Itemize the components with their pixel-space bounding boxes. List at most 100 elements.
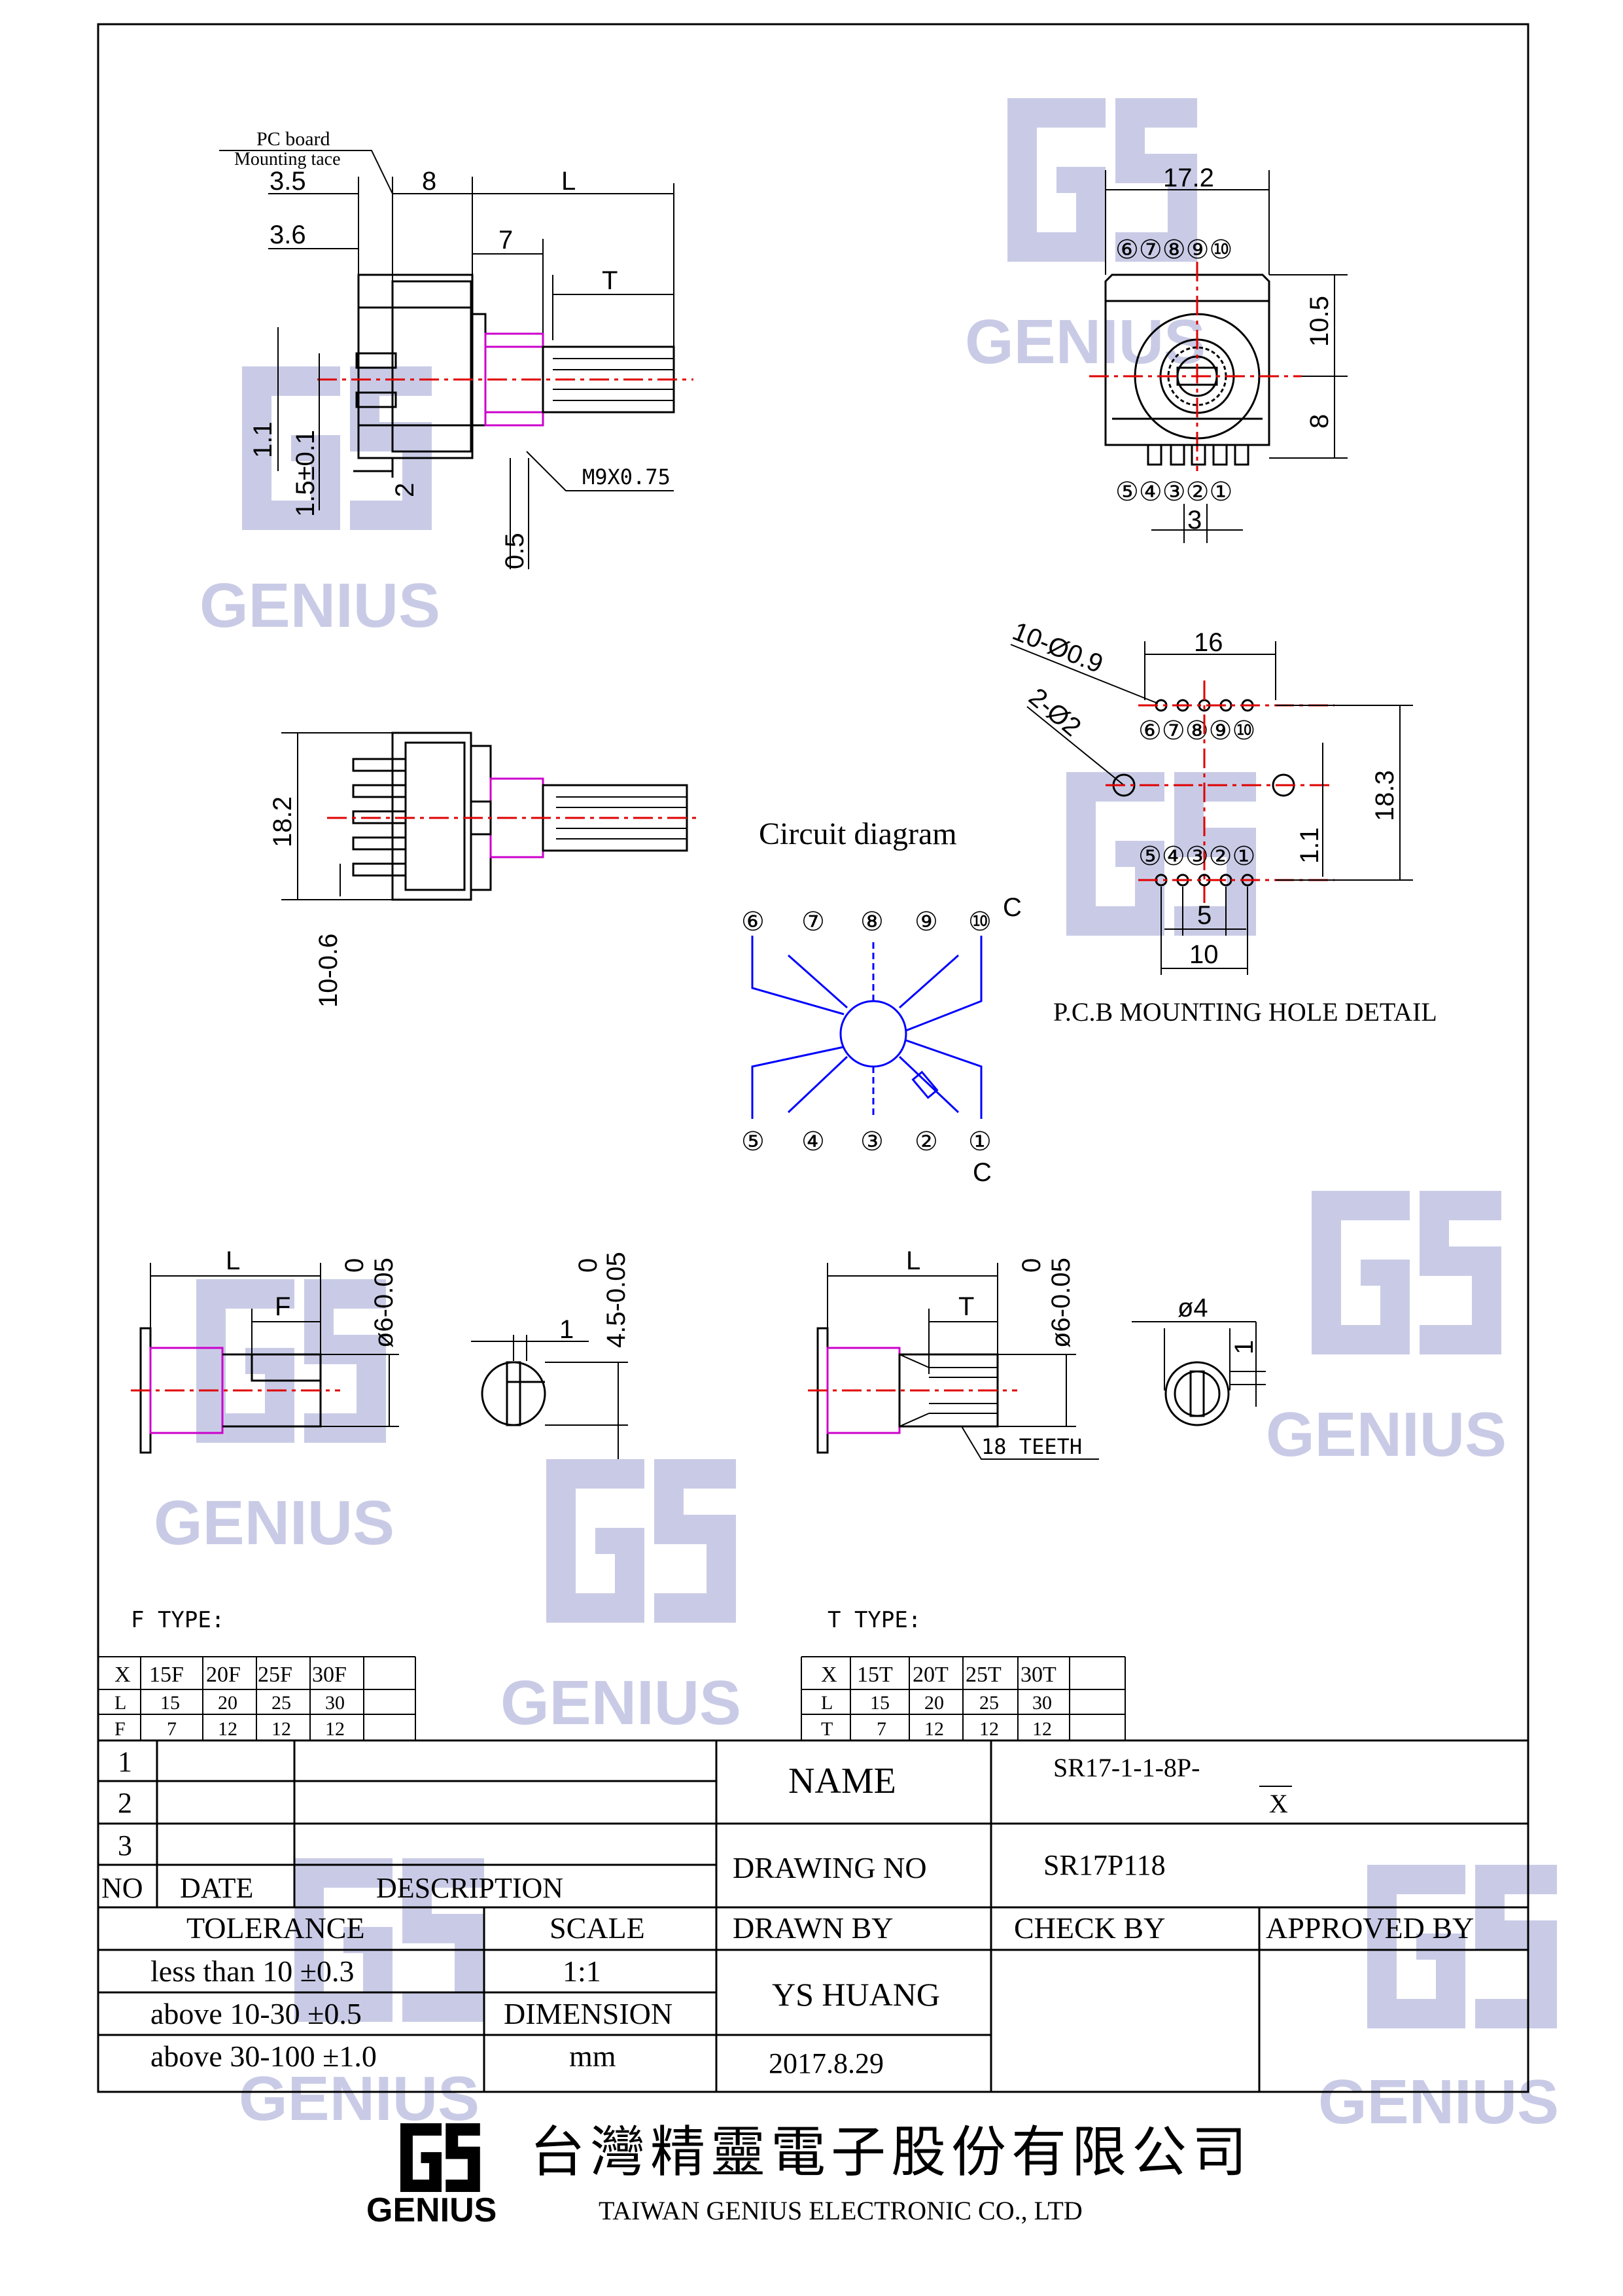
common-label-top: C: [1003, 893, 1022, 922]
tolerance-row-1: less than 10 ±0.3: [150, 1954, 354, 1988]
circuit-wires: [751, 936, 983, 1119]
dim-5: 5: [1197, 901, 1212, 930]
check-by-label: CHECK BY: [1014, 1911, 1165, 1945]
tolerance-row-2: above 10-30 ±0.5: [150, 1997, 362, 2030]
watermark-logo: [1066, 772, 1256, 936]
t-cell-l: L: [821, 1692, 833, 1714]
watermark-logo: [1312, 1191, 1501, 1354]
dim-8-front: 8: [1305, 414, 1334, 429]
t-cell-x: X: [821, 1663, 837, 1687]
pin-7: ⑦: [801, 907, 825, 936]
f-cell-l15: 15: [160, 1692, 180, 1714]
f-type-title: F TYPE:: [131, 1607, 224, 1633]
company-footer: GENIUS 台灣精靈電子股份有限公司 TAIWAN GENIUS ELECTR…: [366, 2123, 1252, 2229]
drawing-no-value: SR17P118: [1043, 1849, 1166, 1881]
f-dim-l: L: [226, 1246, 240, 1275]
company-name-en: TAIWAN GENIUS ELECTRONIC CO., LTD: [599, 2196, 1083, 2225]
date-label: DATE: [180, 1872, 253, 1904]
rev-1: 1: [118, 1746, 132, 1778]
tolerance-label: TOLERANCE: [186, 1911, 365, 1945]
approved-by-label: APPROVED BY: [1266, 1911, 1474, 1945]
watermark-text: GENIUS: [500, 1668, 741, 1738]
watermark-logo: [546, 1459, 736, 1623]
scale-value: 1:1: [563, 1954, 601, 1988]
pin-2: ②: [915, 1127, 938, 1156]
f-cell-l20: 20: [218, 1692, 237, 1714]
date-value: 2017.8.29: [769, 2047, 884, 2079]
common-label-bottom: C: [973, 1158, 992, 1187]
f-type-table: F TYPE: X 15F 20F 25F 30F L 15 20 25 30: [98, 1607, 416, 1741]
dimension-value: mm: [569, 2040, 616, 2073]
watermark-text: GENIUS: [239, 2064, 480, 2134]
dim-7: 7: [498, 226, 513, 255]
side-view: PC board Mounting tace 3.5 8 L 3.6 7 T: [219, 128, 693, 569]
name-value: SR17-1-1-8P-: [1053, 1753, 1200, 1782]
t-cell-t12c: 12: [1032, 1718, 1052, 1740]
watermark-logo: [196, 1279, 386, 1443]
watermark-text: GENIUS: [154, 1488, 394, 1558]
f-end-tol: 0: [574, 1258, 602, 1273]
t-cell-t12b: 12: [979, 1718, 999, 1740]
pcb-bottom-pins: ⑤④③②①: [1138, 841, 1255, 871]
front-view: 17.2 ⑥⑦⑧⑨⑩ ⑤④③②① 10.5 8 3: [1089, 164, 1348, 543]
t-cell-l30: 30: [1032, 1692, 1052, 1714]
pin-spec: 10-0.6: [314, 934, 343, 1008]
t-cell-l15: 15: [870, 1692, 890, 1714]
pcb-top-pins: ⑥⑦⑧⑨⑩: [1138, 716, 1255, 745]
t-cell-t12a: 12: [924, 1718, 944, 1740]
dim-0.5: 0.5: [500, 533, 529, 569]
f-dim-f: F: [275, 1292, 290, 1321]
name-suffix: X: [1269, 1789, 1288, 1818]
f-cell-l: L: [114, 1692, 126, 1714]
watermark-text: GENIUS: [1318, 2067, 1559, 2137]
t-end-dim-1: 1: [1230, 1340, 1259, 1354]
t-type-shaft-end: ø4 1: [1132, 1294, 1266, 1426]
bottom-view: 18.2 10-0.6: [268, 732, 700, 1008]
t-cell-t: T: [821, 1718, 833, 1740]
f-end-dia: 4.5-0.05: [602, 1252, 631, 1348]
pin-1: ①: [968, 1127, 992, 1156]
t-dim-t: T: [958, 1292, 974, 1321]
t-cell-t7: 7: [877, 1718, 886, 1740]
f-cell-f12b: 12: [271, 1718, 291, 1740]
dim-17.2: 17.2: [1163, 164, 1214, 192]
f-cell-f12c: 12: [325, 1718, 345, 1740]
dim-l: L: [561, 167, 576, 196]
holes-large-label: 2-Ø2: [1023, 682, 1086, 742]
name-label: NAME: [788, 1761, 896, 1801]
pin-6: ⑥: [741, 907, 765, 936]
drawing-no-label: DRAWING NO: [733, 1851, 927, 1884]
scale-label: SCALE: [550, 1911, 645, 1945]
pc-board-label: PC board: [256, 128, 330, 150]
dim-10: 10: [1189, 940, 1219, 969]
watermark-text: GENIUS: [965, 307, 1206, 377]
mounting-face-label: Mounting tace: [234, 149, 341, 169]
watermark-logo: [1007, 98, 1197, 262]
pin-10: ⑩: [968, 907, 992, 936]
f-cell-f: F: [114, 1718, 126, 1740]
t-cell-25t: 25T: [966, 1663, 1002, 1687]
dimension-label: DIMENSION: [504, 1997, 672, 2030]
dim-18.3: 18.3: [1370, 770, 1399, 821]
watermarks: GENIUS GENIUS GENIUS GENIUS GENIUS: [154, 98, 1559, 2137]
t-cell-l25: 25: [979, 1692, 999, 1714]
company-name-zh: 台灣精靈電子股份有限公司: [530, 2123, 1252, 2183]
f-cell-f12a: 12: [218, 1718, 237, 1740]
pin-3: ③: [860, 1127, 884, 1156]
rev-2: 2: [118, 1787, 132, 1819]
f-type-shaft: L F 0 ø6-0.05: [131, 1246, 399, 1454]
f-cell-30f: 30F: [312, 1663, 347, 1687]
pcb-detail-title: P.C.B MOUNTING HOLE DETAIL: [1053, 997, 1437, 1027]
circuit-diagram: Circuit diagram ⑥ ⑦ ⑧ ⑨ ⑩ C ⑤ ④ ③ ② ① C: [741, 817, 1022, 1187]
teeth-label: 18 TEETH: [981, 1434, 1082, 1459]
t-cell-l20: 20: [924, 1692, 944, 1714]
pin-4: ④: [801, 1127, 825, 1156]
no-label: NO: [101, 1872, 143, 1904]
dim-t: T: [602, 266, 618, 295]
circuit-title: Circuit diagram: [759, 817, 957, 851]
t-end-dia: ø4: [1178, 1294, 1208, 1322]
dim-3.6: 3.6: [270, 221, 306, 249]
f-cell-f7: 7: [167, 1718, 177, 1740]
pin-8: ⑧: [860, 907, 884, 936]
